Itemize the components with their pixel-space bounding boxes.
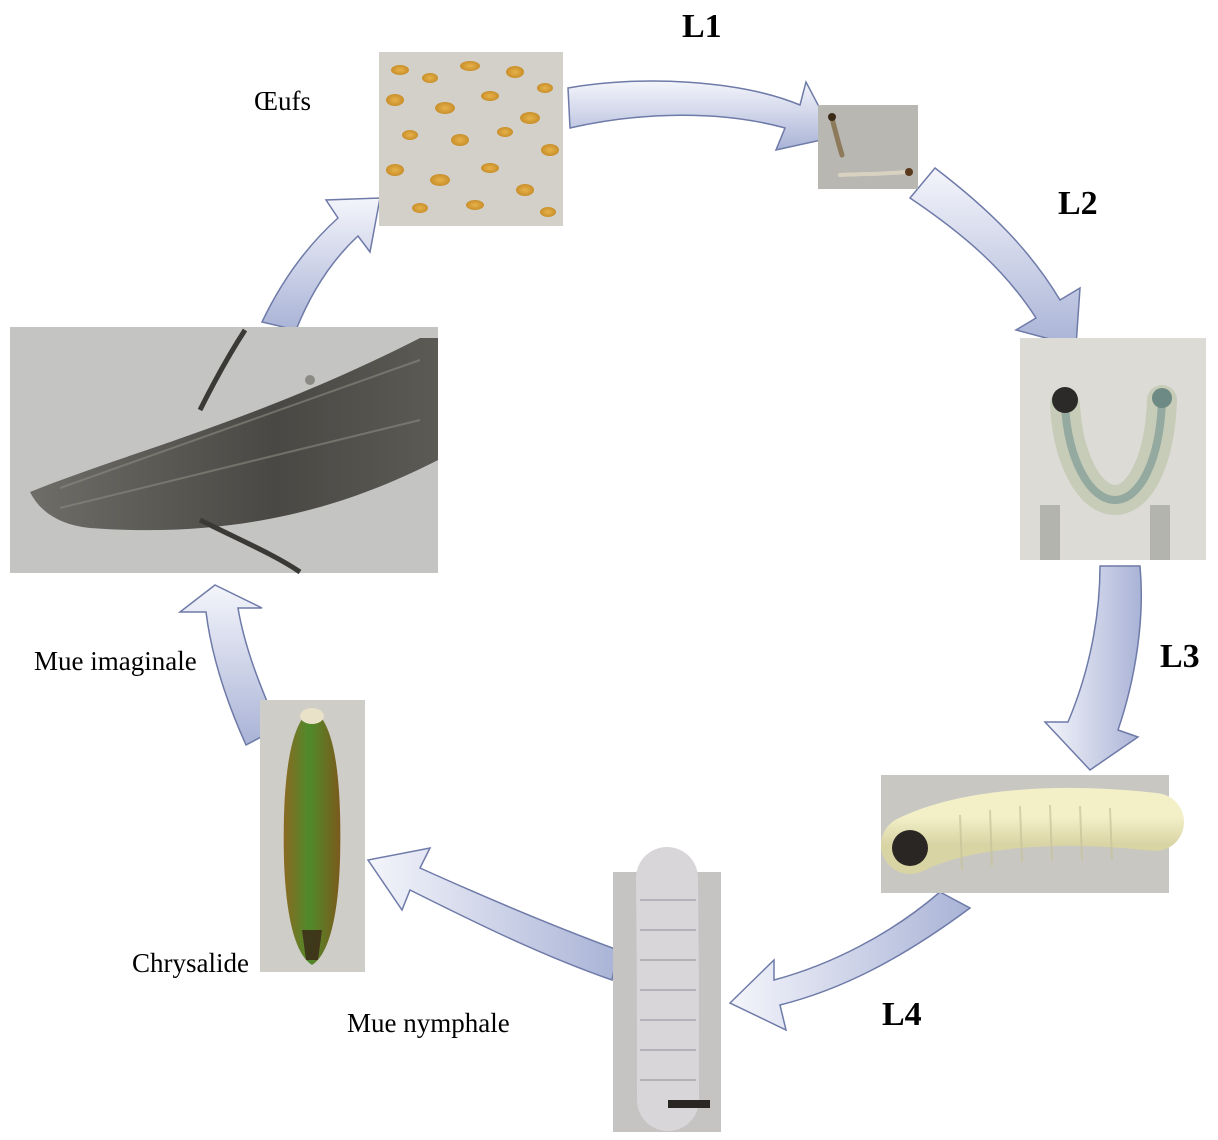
label-l1: L1 (682, 8, 722, 46)
arrow-nymph-to-pupa (368, 848, 618, 980)
photo-larva-l2 (1020, 338, 1206, 560)
photo-larva-l1 (818, 105, 918, 189)
label-pupa: Chrysalide (132, 948, 249, 979)
label-l2: L2 (1058, 185, 1098, 223)
arrow-eggs-to-l1 (568, 81, 835, 150)
label-l3: L3 (1160, 638, 1200, 676)
arrow-l4-to-nymph (730, 892, 970, 1030)
label-pupal-molt: Mue nymphale (347, 1008, 510, 1039)
photo-adult (10, 327, 438, 573)
label-adult-molt: Mue imaginale (34, 646, 197, 677)
photo-pupa (260, 700, 365, 972)
label-eggs: Œufs (254, 86, 311, 117)
arrow-adult-to-eggs (262, 198, 380, 330)
photo-eggs (379, 52, 563, 226)
arrow-l1-to-l2 (910, 168, 1080, 346)
photo-larva-l4 (613, 872, 721, 1132)
arrow-l2-to-l3 (1045, 566, 1141, 770)
label-l4: L4 (882, 996, 922, 1034)
photo-larva-l3 (881, 775, 1169, 893)
